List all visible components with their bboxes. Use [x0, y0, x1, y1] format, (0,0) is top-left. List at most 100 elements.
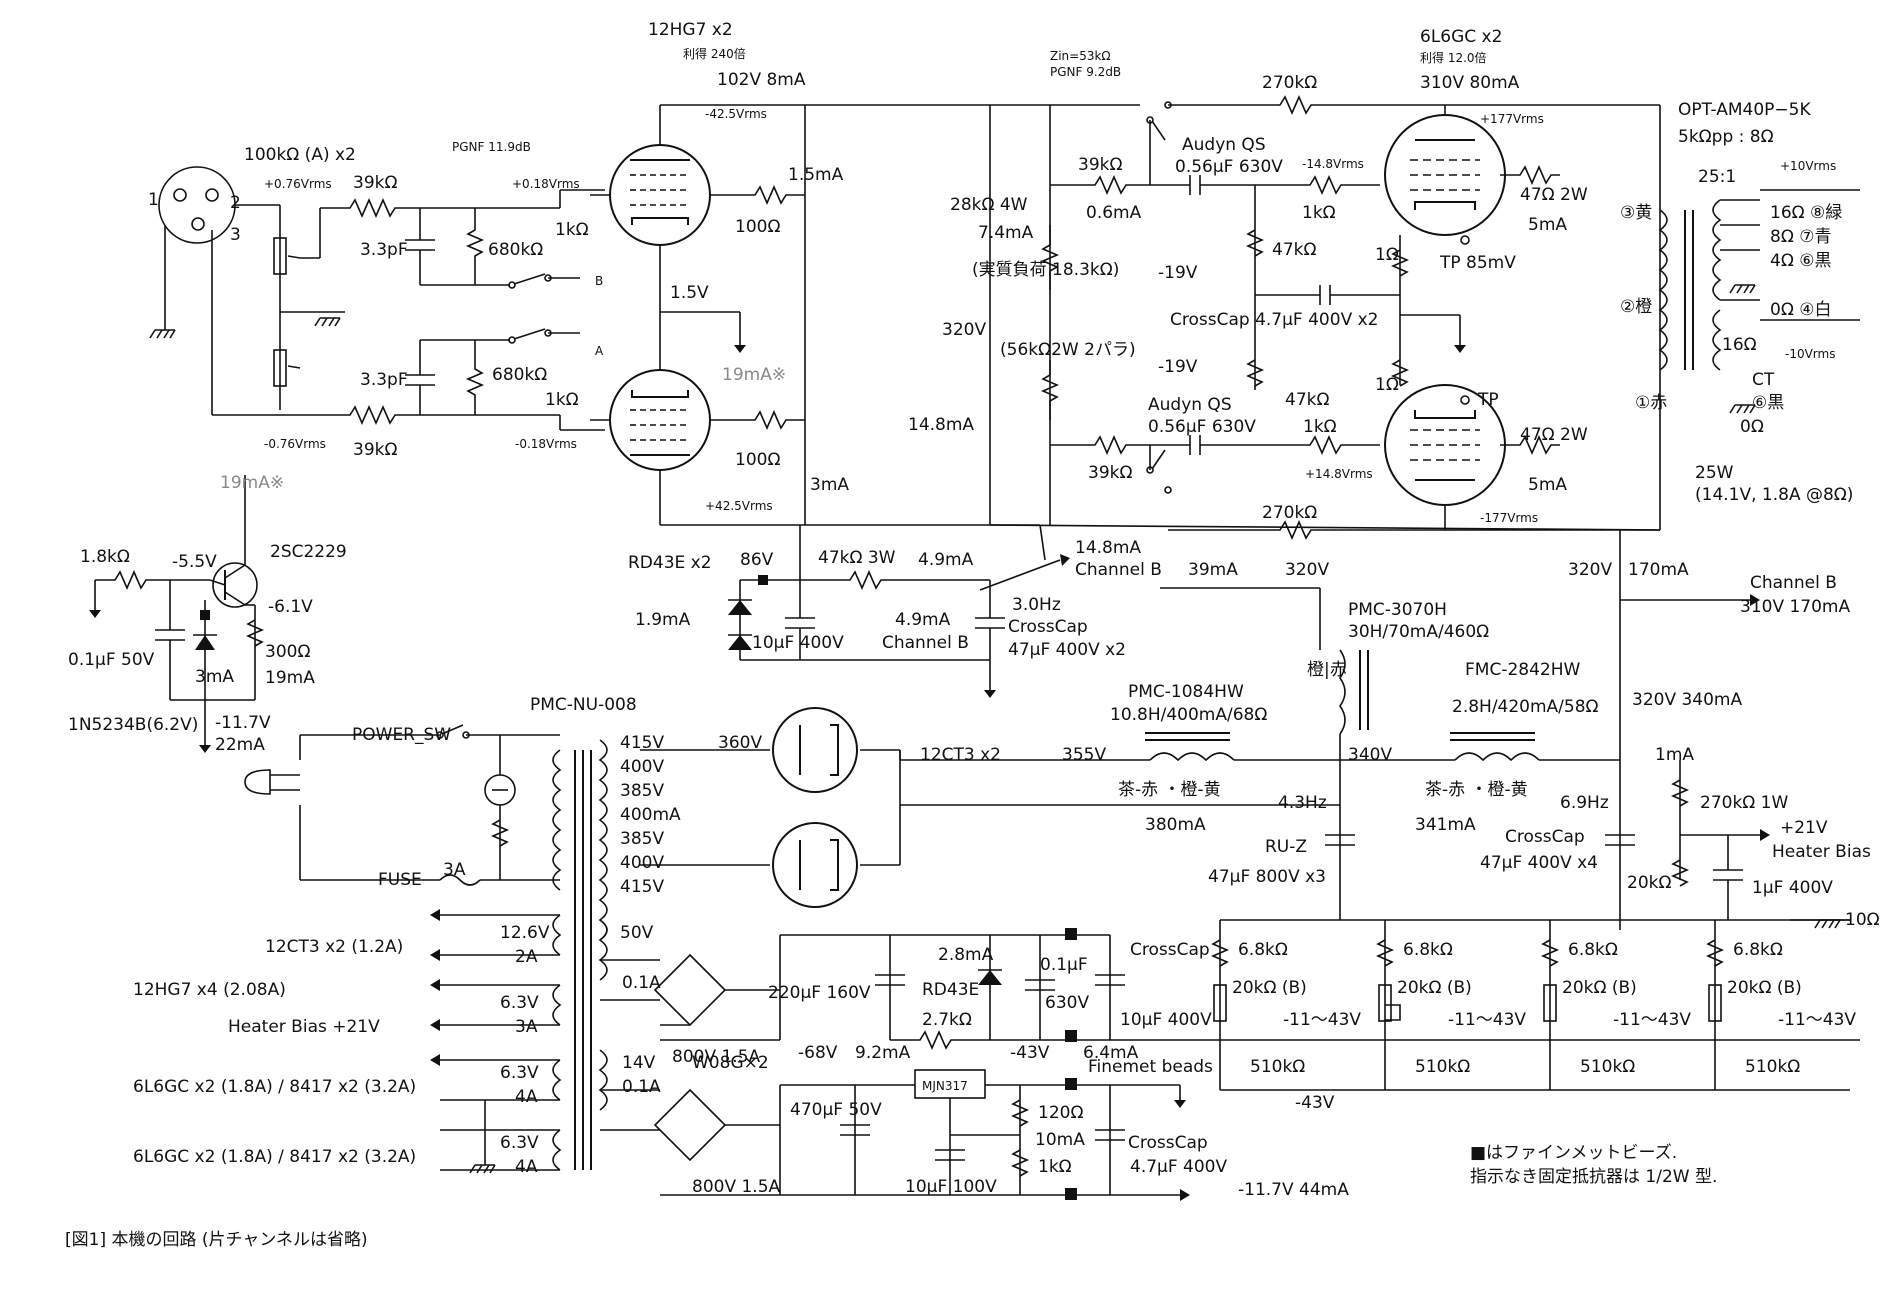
r-20kb-2: 20kΩ (B)	[1397, 978, 1472, 998]
r-39k-in-b: 39kΩ	[353, 440, 397, 460]
vrms-n177: -177Vrms	[1480, 511, 1538, 525]
i-380ma: 380mA	[1145, 815, 1206, 835]
caption: [図1] 本機の回路 (片チャンネルは省略)	[65, 1230, 368, 1250]
crosscap-a: CrossCap	[1008, 617, 1088, 637]
r-680k-a: 680kΩ	[488, 240, 543, 260]
sec-63a: 6.3V	[500, 993, 539, 1013]
r-20kb-3: 20kΩ (B)	[1562, 978, 1637, 998]
c-01-50: 0.1μF 50V	[68, 650, 155, 670]
sec-415b: 415V	[620, 877, 664, 897]
ch-b-3: Channel B	[1750, 573, 1837, 593]
vrms-10: +10Vrms	[1780, 159, 1836, 173]
sec-2a: 2A	[515, 947, 538, 967]
out-25w: 25W	[1695, 463, 1734, 483]
i-170ma: 170mA	[1628, 560, 1689, 580]
sec-01a: 0.1A	[622, 973, 661, 993]
r-300: 300Ω	[265, 642, 310, 662]
adj-2: -11〜43V	[1448, 1010, 1526, 1030]
wire-a: 茶-赤 ・橙-黄	[1118, 780, 1221, 800]
pgnf-92: PGNF 9.2dB	[1050, 65, 1121, 79]
v-n19-b: -19V	[1158, 357, 1198, 377]
tap-16: 16Ω ⑧緑	[1770, 203, 1842, 223]
r-1-a: 1Ω	[1375, 245, 1399, 265]
i-10ma: 10mA	[1035, 1130, 1085, 1150]
audyn-a: Audyn QS	[1182, 135, 1266, 155]
i-64ma: 6.4mA	[1083, 1043, 1139, 1063]
c-220: 220μF 160V	[768, 983, 871, 1003]
ch-b-2: Channel B	[882, 633, 969, 653]
r-20k: 20kΩ	[1627, 873, 1671, 893]
fuse-3a: 3A	[443, 860, 466, 880]
v-320-left: 320V	[942, 320, 986, 340]
crosscap-d: CrossCap	[1128, 1133, 1208, 1153]
f-43hz: 4.3Hz	[1278, 793, 1327, 813]
i-19ma-rd: 1.9mA	[635, 610, 691, 630]
sec-01a-b: 0.1A	[622, 1077, 661, 1097]
pin-1: 1	[148, 190, 159, 210]
tube-12hg7-title: 12HG7 x2	[648, 20, 733, 40]
c-47-400: 4.7μF 400V	[1130, 1157, 1227, 1177]
load-note: (実質負荷 18.3kΩ)	[972, 260, 1119, 280]
v-n61: -6.1V	[268, 597, 313, 617]
i-5ma-a: 5mA	[1528, 215, 1567, 235]
note-beads: ■はファインメットビーズ.	[1470, 1143, 1677, 1163]
vrms-n10: -10Vrms	[1785, 347, 1835, 361]
v-6l6: 310V 80mA	[1420, 73, 1520, 93]
crosscap-c: CrossCap	[1130, 940, 1210, 960]
zin: Zin=53kΩ	[1050, 49, 1111, 63]
r-270k-1w: 270kΩ 1W	[1700, 793, 1789, 813]
r-56k: (56kΩ2W 2パラ)	[1000, 340, 1136, 360]
crosscap-b: CrossCap	[1505, 827, 1585, 847]
c-47-400x2: 47μF 400V x2	[1008, 640, 1126, 660]
r-20kb-4: 20kΩ (B)	[1727, 978, 1802, 998]
v-340: 340V	[1348, 745, 1392, 765]
vrms-076: +0.76Vrms	[264, 177, 332, 191]
vrms-n076: -0.76Vrms	[264, 437, 326, 451]
vol-100k: 100kΩ (A) x2	[244, 145, 356, 165]
v-310-170: 310V 170mA	[1740, 597, 1850, 617]
f-30hz: 3.0Hz	[1012, 595, 1061, 615]
r-39k-in-a: 39kΩ	[353, 173, 397, 193]
sec-385a: 385V	[620, 781, 664, 801]
sec-415a: 415V	[620, 733, 664, 753]
w08g: W08G×2	[692, 1053, 769, 1073]
i-148ma: 14.8mA	[908, 415, 974, 435]
sec-3a: 3A	[515, 1017, 538, 1037]
i-06ma: 0.6mA	[1086, 203, 1142, 223]
r-1k-reg: 1kΩ	[1038, 1157, 1072, 1177]
r-510k-2: 510kΩ	[1415, 1057, 1470, 1077]
vrms-148: +14.8Vrms	[1305, 467, 1373, 481]
sec-50v: 50V	[620, 923, 654, 943]
sec-4a-a: 4A	[515, 1087, 538, 1107]
tap-0: 0Ω ④白	[1770, 300, 1831, 320]
r-100-k-b: 100Ω	[735, 450, 780, 470]
r-680k-b: 680kΩ	[492, 365, 547, 385]
c-10-400b: 10μF 400V	[1120, 1010, 1212, 1030]
tube-12ct3: 12CT3 x2	[920, 745, 1001, 765]
r-1k-a: 1kΩ	[1302, 203, 1336, 223]
c-470: 470μF 50V	[790, 1100, 882, 1120]
r-47k-b: 47kΩ	[1285, 390, 1329, 410]
i-148ma-b: 14.8mA	[1075, 538, 1141, 558]
r-270k-b: 270kΩ	[1262, 503, 1317, 523]
pmc-1084: PMC-1084HW	[1128, 682, 1244, 702]
r-68k-2: 6.8kΩ	[1403, 940, 1453, 960]
f-69hz: 6.9Hz	[1560, 793, 1609, 813]
sw-a-top: A	[595, 344, 604, 358]
c-01-630v: 630V	[1045, 993, 1089, 1013]
c-47-800: 47μF 800V x3	[1208, 867, 1326, 887]
v-15v: 1.5V	[670, 283, 709, 303]
tap-ct: CT	[1752, 370, 1775, 390]
v-12hg7: 102V 8mA	[717, 70, 806, 90]
sec-63b: 6.3V	[500, 1063, 539, 1083]
sec-4a-b: 4A	[515, 1157, 538, 1177]
v-320-340: 320V 340mA	[1632, 690, 1742, 710]
r-100-k-a: 100Ω	[735, 217, 780, 237]
v-n55: -5.5V	[172, 552, 217, 572]
pmc-1084-spec: 10.8H/400mA/68Ω	[1110, 705, 1267, 725]
vrms-n425-top: -42.5Vrms	[705, 107, 767, 121]
r-18k: 1.8kΩ	[80, 547, 130, 567]
r-39k-g-b: 39kΩ	[1088, 463, 1132, 483]
gain-6l6: 利得 12.0倍	[1420, 50, 1487, 65]
i-19ma: 19mA	[265, 668, 315, 688]
